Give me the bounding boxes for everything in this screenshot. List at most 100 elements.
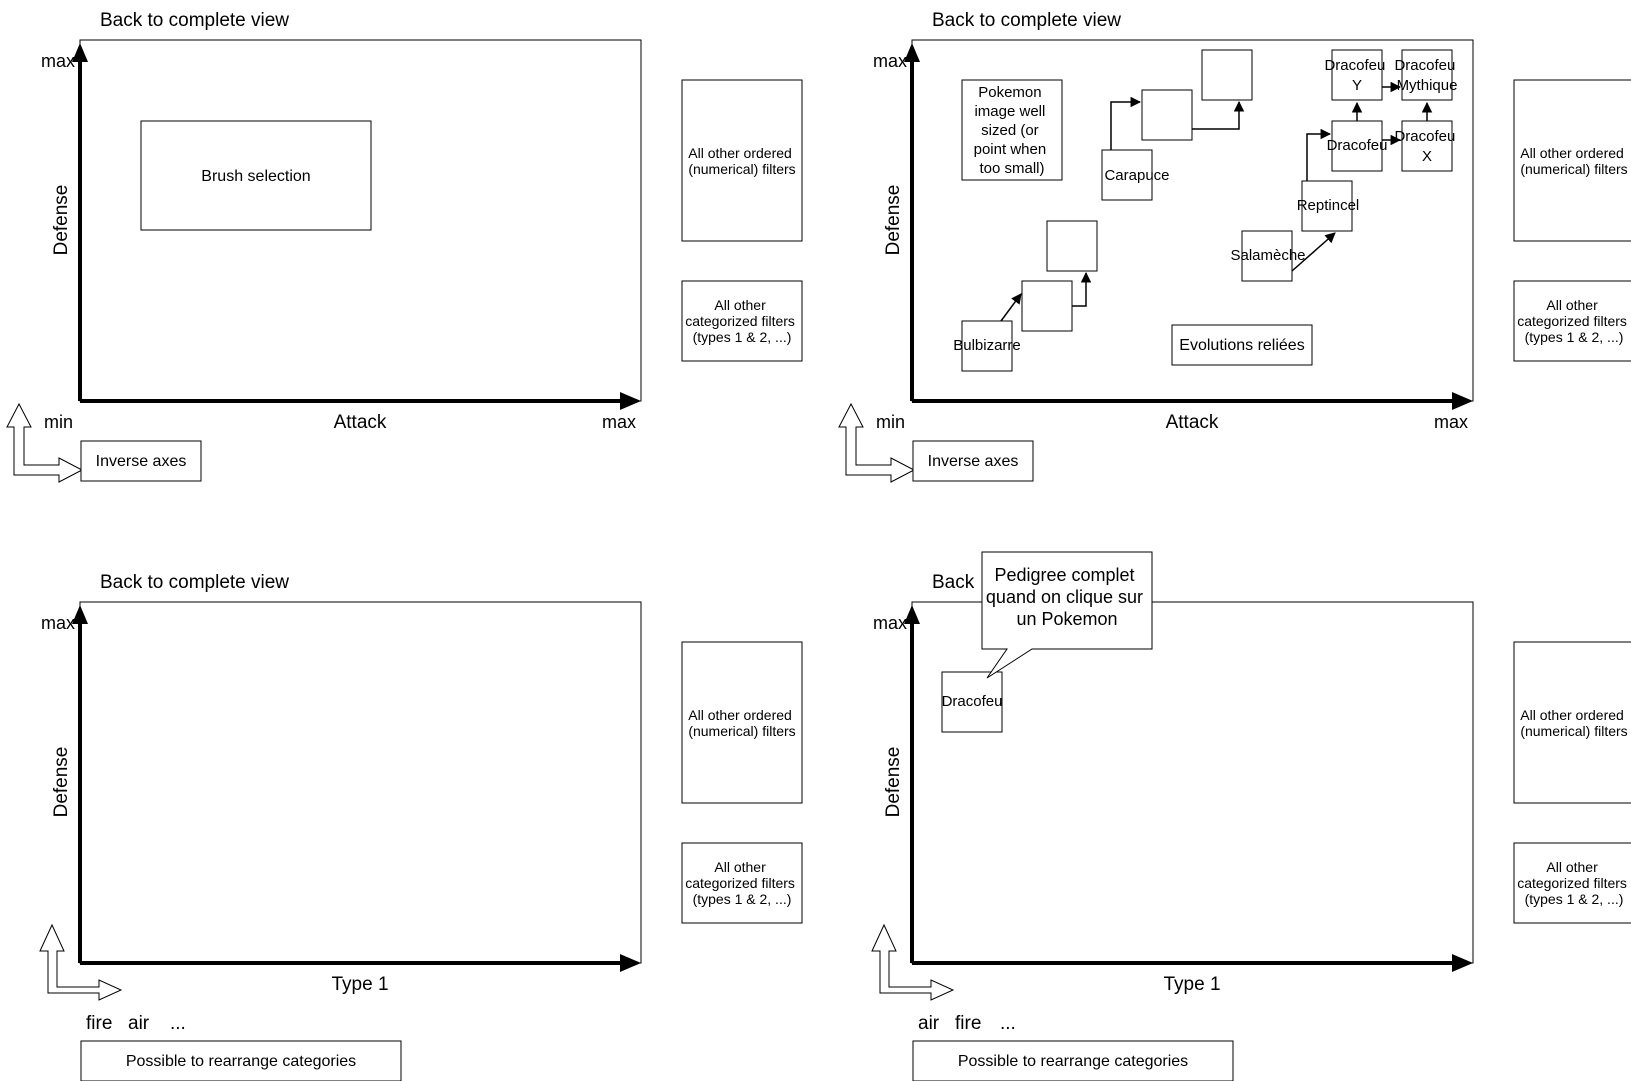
x-axis-label: Type 1: [1163, 974, 1220, 995]
pokemon-node[interactable]: [1241, 230, 1293, 282]
back-to-complete-view-link[interactable]: Back: [932, 572, 975, 593]
x-axis-arrowhead: [1452, 392, 1473, 410]
pokemon-label-dracofeu-mythique: Dracofeu Mythique: [1394, 57, 1459, 94]
y-axis-max-label: max: [41, 613, 75, 633]
pokemon-label-dracofeu: Dracofeu: [942, 693, 1003, 710]
y-axis-label: Defense: [51, 747, 72, 818]
y-axis-label: Defense: [883, 185, 904, 256]
inverse-axes-icon[interactable]: [838, 402, 916, 483]
y-axis-arrowhead: [904, 605, 920, 624]
ordered-filters-panel[interactable]: [681, 641, 803, 804]
category-label[interactable]: fire: [86, 1013, 112, 1034]
ordered-filters-panel[interactable]: [681, 79, 803, 242]
x-axis-label: Attack: [1166, 412, 1219, 433]
pokemon-node[interactable]: [1201, 49, 1253, 101]
ordered-filters-label: All other ordered (numerical) filters: [688, 145, 795, 177]
pokemon-node[interactable]: [1141, 89, 1193, 141]
pokemon-node[interactable]: [1331, 49, 1383, 101]
pokemon-node[interactable]: [1301, 180, 1353, 232]
categorized-filters-label: All other categorized filters (types 1 &…: [685, 859, 799, 907]
inverse-axes-button[interactable]: [80, 440, 202, 482]
rearrange-categories-box: [80, 1040, 402, 1081]
y-axis-arrowhead: [904, 43, 920, 62]
pokemon-node[interactable]: [1401, 120, 1453, 172]
ordered-filters-label: All other ordered (numerical) filters: [688, 707, 795, 739]
plot-area[interactable]: [79, 601, 642, 964]
categorized-filters-panel[interactable]: [681, 280, 803, 362]
x-axis-label: Attack: [334, 412, 387, 433]
categorized-filters-label: All other categorized filters (types 1 &…: [1517, 297, 1631, 345]
pokemon-label-salameche: Salamèche: [1230, 247, 1305, 264]
panel-categorical: Back to complete view max Defense Type 1…: [39, 572, 803, 1081]
categorized-filters-panel[interactable]: [1513, 842, 1631, 924]
brush-selection-label: Brush selection: [201, 168, 310, 185]
evolution-arrow: [1192, 100, 1245, 130]
pokemon-label-bulbizarre: Bulbizarre: [953, 337, 1021, 354]
rearrange-icon[interactable]: [871, 923, 955, 1001]
pokemon-label-dracofeu: Dracofeu: [1327, 137, 1388, 154]
pokemon-node[interactable]: [1021, 280, 1073, 332]
panel-pedigree: Back max Defense Type 1 Dracofeu Pedigre…: [871, 551, 1631, 1081]
evolution-arrow: [1110, 96, 1142, 150]
category-label[interactable]: air: [918, 1013, 940, 1034]
back-to-complete-view-link[interactable]: Back to complete view: [100, 10, 289, 31]
x-axis-arrowhead: [620, 954, 641, 972]
y-axis-arrowhead: [72, 43, 88, 62]
evolution-arrow: [1000, 293, 1022, 322]
rearrange-categories-label: Possible to rearrange categories: [126, 1053, 356, 1070]
panel-scatter: Back to complete view max Defense min At…: [838, 10, 1631, 483]
pokemon-node[interactable]: [1046, 220, 1098, 272]
ordered-filters-panel[interactable]: [1513, 641, 1631, 804]
y-axis-max-label: max: [41, 51, 75, 71]
pokemon-node[interactable]: [961, 320, 1013, 372]
pokemon-image-note-text: Pokemon image well sized (or point when …: [974, 84, 1051, 177]
category-label[interactable]: air: [128, 1013, 150, 1034]
ordered-filters-label: All other ordered (numerical) filters: [1520, 145, 1627, 177]
y-axis-label: Defense: [883, 747, 904, 818]
pokemon-label-dracofeu-x: Dracofeu X: [1394, 128, 1459, 165]
ordered-filters-panel[interactable]: [1513, 79, 1631, 242]
categorized-filters-panel[interactable]: [681, 842, 803, 924]
back-to-complete-view-link[interactable]: Back to complete view: [932, 10, 1121, 31]
pokemon-label-carapuce: Carapuce: [1104, 167, 1169, 184]
x-axis-min-label: min: [876, 412, 905, 432]
pokemon-image-note: [961, 79, 1063, 181]
category-label[interactable]: ...: [170, 1013, 186, 1034]
y-axis-label: Defense: [51, 185, 72, 256]
panel-brush: Back to complete view max Defense min At…: [6, 10, 803, 483]
pedigree-callout-text: Pedigree complet quand on clique sur un …: [986, 565, 1148, 629]
x-axis-max-label: max: [1434, 412, 1468, 432]
inverse-axes-button[interactable]: [912, 440, 1034, 482]
pokemon-node[interactable]: [941, 671, 1003, 733]
inverse-axes-icon[interactable]: [6, 402, 84, 483]
inverse-axes-label: Inverse axes: [96, 453, 187, 470]
x-axis-max-label: max: [602, 412, 636, 432]
back-to-complete-view-link[interactable]: Back to complete view: [100, 572, 289, 593]
x-axis-min-label: min: [44, 412, 73, 432]
x-axis-label: Type 1: [331, 974, 388, 995]
pokemon-node[interactable]: [1401, 49, 1453, 101]
evolution-arrow: [1291, 232, 1336, 272]
ordered-filters-label: All other ordered (numerical) filters: [1520, 707, 1627, 739]
category-label[interactable]: fire: [955, 1013, 981, 1034]
y-axis-max-label: max: [873, 51, 907, 71]
x-axis-arrowhead: [1452, 954, 1473, 972]
pedigree-callout: [981, 551, 1153, 679]
evolutions-legend-label: Evolutions reliées: [1179, 337, 1304, 354]
y-axis-max-label: max: [873, 613, 907, 633]
x-axis-arrowhead: [620, 392, 641, 410]
evolution-arrow: [1072, 271, 1092, 307]
brush-selection[interactable]: [140, 120, 372, 231]
rearrange-icon[interactable]: [39, 923, 123, 1001]
evolution-arrow: [1306, 128, 1332, 181]
pokemon-label-dracofeu-y: Dracofeu Y: [1324, 57, 1389, 94]
categorized-filters-label: All other categorized filters (types 1 &…: [685, 297, 799, 345]
categorized-filters-label: All other categorized filters (types 1 &…: [1517, 859, 1631, 907]
pokemon-label-reptincel: Reptincel: [1297, 197, 1360, 214]
y-axis-arrowhead: [72, 605, 88, 624]
categorized-filters-panel[interactable]: [1513, 280, 1631, 362]
pokemon-node[interactable]: [1101, 149, 1153, 201]
inverse-axes-label: Inverse axes: [928, 453, 1019, 470]
category-label[interactable]: ...: [1000, 1013, 1016, 1034]
plot-area[interactable]: [911, 601, 1474, 964]
